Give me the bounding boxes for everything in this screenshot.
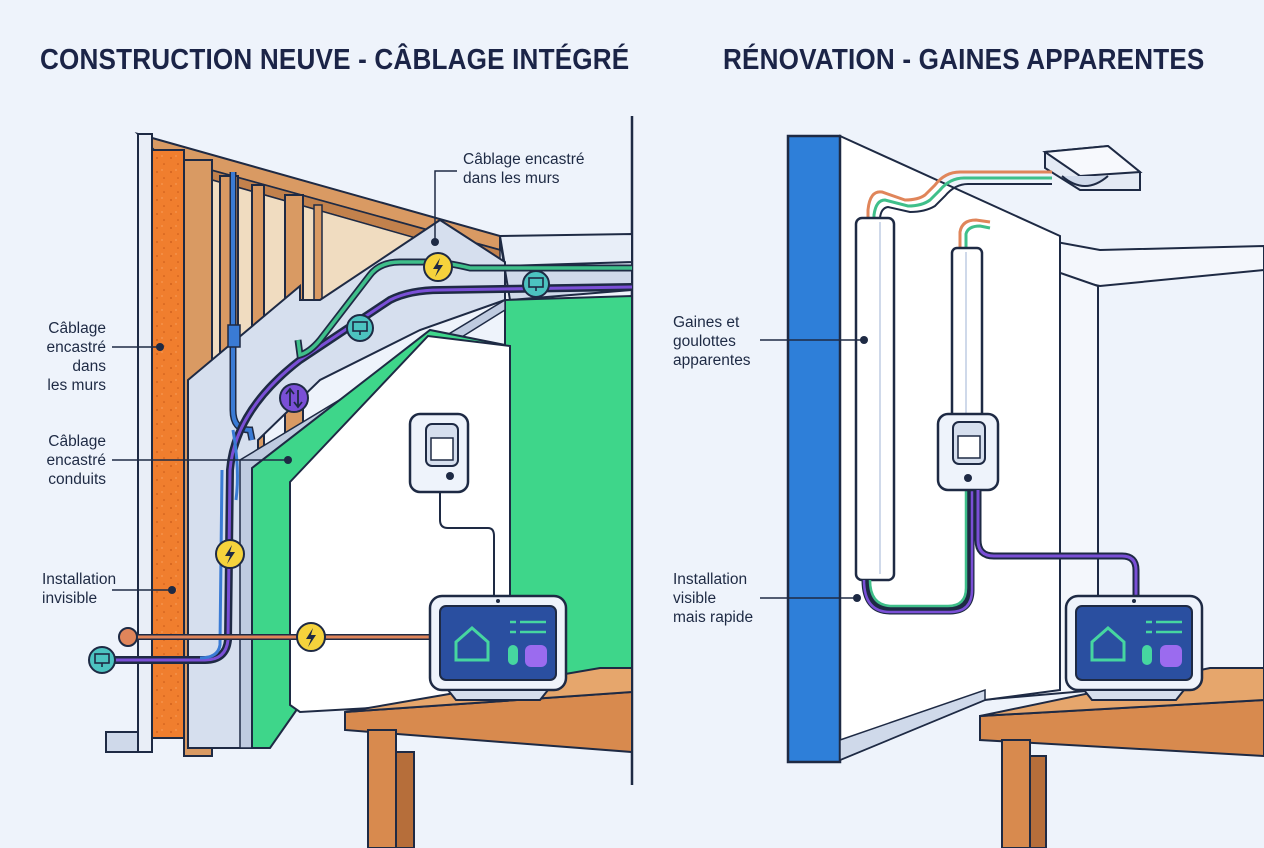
callout-text-top: Câblage encastré dans les murs [463,151,585,187]
cable-trunking-left [854,216,896,582]
lightning-icon [296,622,326,652]
exposed-cable-green [872,176,1052,226]
ceiling-cable-bundle [958,218,991,248]
insulation-column [151,149,185,739]
outer-wall-edge [137,133,153,753]
cable-trunking-right [950,246,984,422]
callout-text-2: Câblage encastré conduits [46,433,106,488]
motion-sensor-icon [408,412,470,494]
smart-home-hub-icon [428,594,568,701]
floor-ledge [105,731,139,753]
new-construction-scene [88,116,634,848]
renovation-scene [760,134,1264,848]
motion-sensor-icon [936,412,1000,492]
right-panel-title: RÉNOVATION - GAINES APPARENTES [723,44,1205,76]
sensor-wire [439,492,495,595]
callout-text-1: Câblage encastré dans les murs [46,320,106,394]
callout-leader-top [434,170,457,240]
blue-wall-column [786,134,842,764]
monitor-icon [88,646,116,674]
monitor-icon [522,270,550,298]
smart-home-hub-icon [1064,594,1204,701]
up-down-arrows-icon [279,383,309,413]
callout-text-3: Installation invisible [42,571,117,607]
callout-text-5: Installation visible mais rapide [673,571,754,626]
lightning-icon [215,539,245,569]
trunking-bottom-cables [861,480,975,615]
orange-cable-end [118,627,138,647]
ceiling-light-icon [1042,144,1143,191]
lightning-icon [423,252,453,282]
far-ceiling-trim [498,232,633,268]
exposed-cable-red [866,170,1052,226]
conduit-clip [227,324,241,348]
monitor-icon [346,314,374,342]
left-panel-title: CONSTRUCTION NEUVE - CÂBLAGE INTÉGRÉ [40,44,630,76]
blue-feed-cable [231,429,239,501]
blue-lower-cable [199,469,224,660]
callout-text-4: Gaines et goulottes apparentes [673,314,751,369]
